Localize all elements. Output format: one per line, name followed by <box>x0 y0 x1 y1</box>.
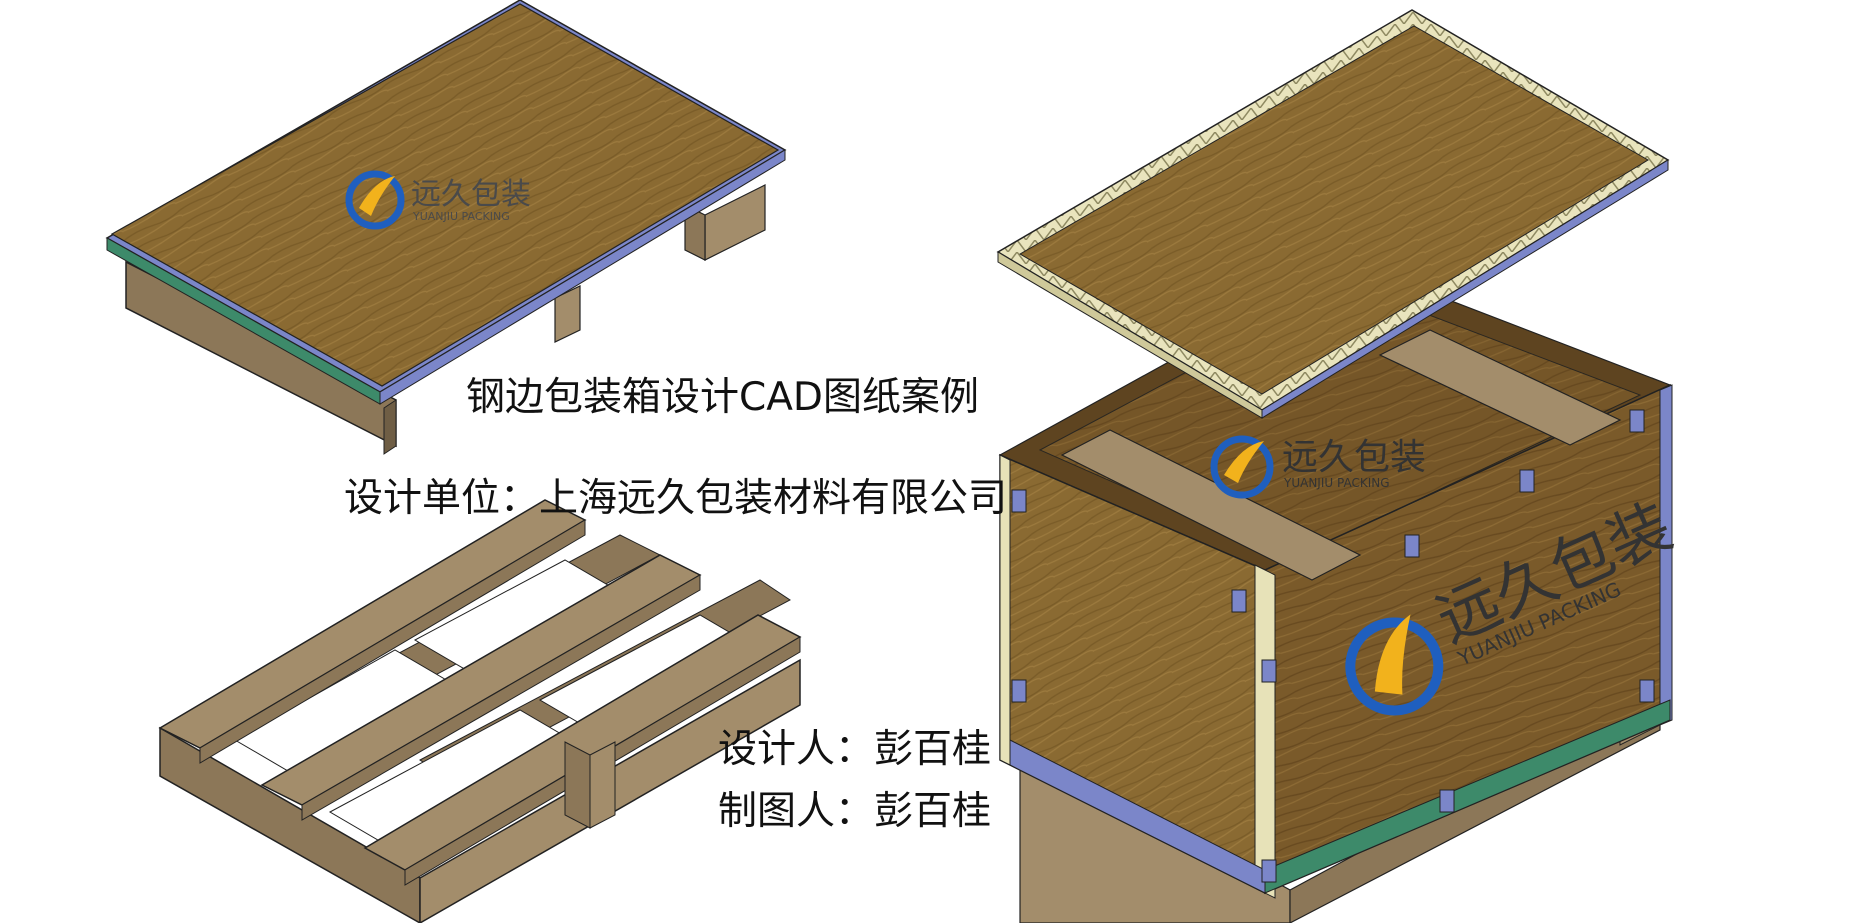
svg-text:远久包装: 远久包装 <box>411 177 531 212</box>
design-unit: 设计单位：上海远久包装材料有限公司 <box>344 476 1008 521</box>
svg-text:YUANJIU PACKING: YUANJIU PACKING <box>412 210 510 223</box>
yuanjiu-logo-lid: 远久包装 YUANJIU PACKING <box>1210 435 1426 499</box>
yuanjiu-logo-small-left: 远久包装 YUANJIU PACKING <box>345 170 531 230</box>
svg-text:远久包装: 远久包装 <box>1282 437 1426 478</box>
drafter-label: 制图人：彭百桂 <box>718 789 992 834</box>
open-wooden-pallet <box>158 499 802 923</box>
pallet-with-plywood-deck <box>105 0 787 455</box>
steel-edge-crate <box>996 9 1673 923</box>
designer-label: 设计人：彭百桂 <box>718 727 992 772</box>
svg-text:YUANJIU PACKING: YUANJIU PACKING <box>1283 476 1390 490</box>
drawing-title: 钢边包装箱设计CAD图纸案例 <box>466 375 979 420</box>
